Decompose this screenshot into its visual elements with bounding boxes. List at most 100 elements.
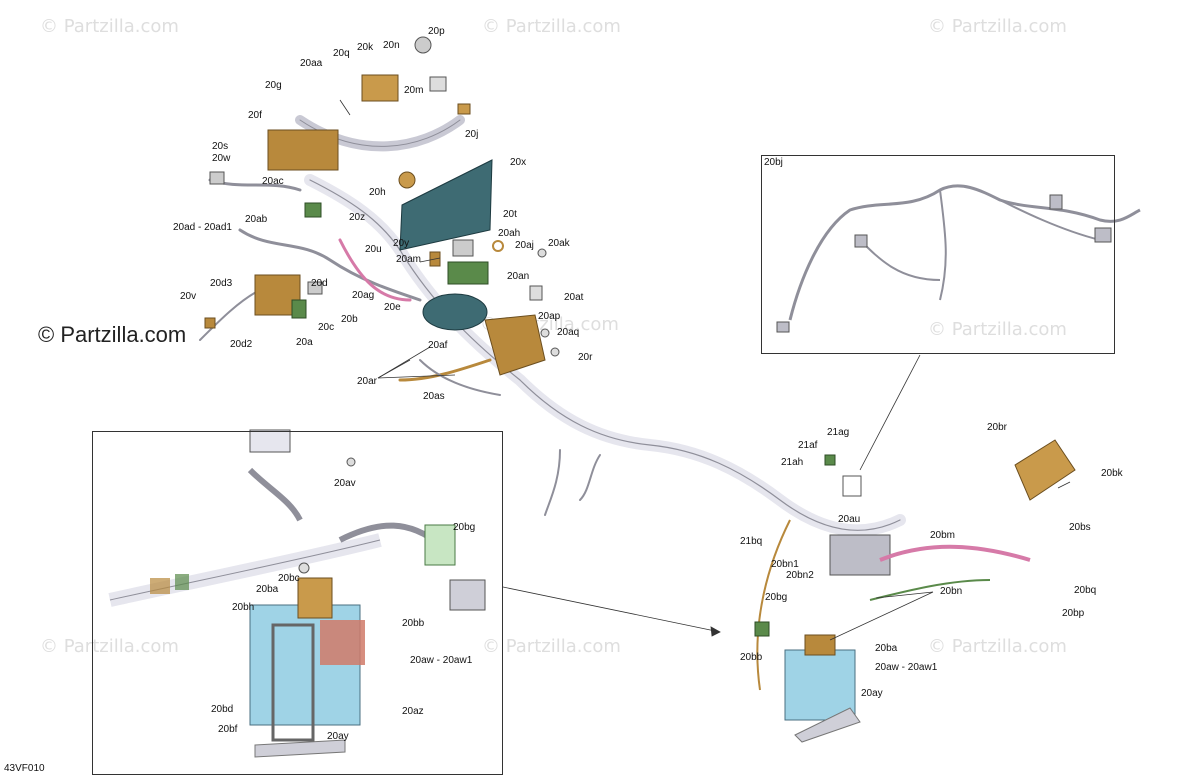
component-20k xyxy=(361,74,399,102)
callout-20y: 20y xyxy=(393,238,409,249)
callout-20g: 20g xyxy=(265,80,282,91)
component-20aj xyxy=(492,240,504,252)
callout-20aa: 20aa xyxy=(300,58,323,69)
component-20ay xyxy=(794,707,861,743)
callout-20k: 20k xyxy=(357,42,374,53)
component-20r xyxy=(550,347,560,357)
component-20x-display xyxy=(399,159,493,251)
component-20af xyxy=(422,293,488,331)
detail-20ba xyxy=(297,577,333,619)
brand-watermark: © Partzilla.com xyxy=(38,322,187,347)
callout-20bn: 20bn xyxy=(940,586,962,597)
watermark-2: © Partzilla.com xyxy=(482,16,621,37)
component-20p xyxy=(414,36,432,54)
component-20an xyxy=(447,261,489,285)
callout-20ap: 20ap xyxy=(538,311,561,322)
callout-20ay-right: 20ay xyxy=(861,688,883,699)
battery-detail-drawing xyxy=(108,429,486,758)
component-20br xyxy=(1014,439,1076,501)
callout-20r: 20r xyxy=(578,352,593,363)
callout-20ad: 20ad - 20ad1 xyxy=(173,222,232,233)
callout-20a: 20a xyxy=(296,337,313,348)
callout-20ba-left: 20ba xyxy=(256,584,279,595)
callout-20p: 20p xyxy=(428,26,445,37)
callout-20ay-left: 20ay xyxy=(327,731,349,742)
callout-20u: 20u xyxy=(365,244,382,255)
component-20aq xyxy=(540,328,550,338)
callout-21bq: 21bq xyxy=(740,536,762,547)
callout-labels: 20p 20q 20k 20n 20aa 20g 20m 20f 20j 20s… xyxy=(173,26,1124,742)
lower-right-components xyxy=(754,439,1076,743)
callout-20aj: 20aj xyxy=(515,240,534,251)
callout-20aw-right: 20aw - 20aw1 xyxy=(875,662,938,673)
component-21af xyxy=(824,454,836,466)
callout-20bd: 20bd xyxy=(211,704,233,715)
callout-20bn1: 20bn1 xyxy=(771,559,799,570)
component-20ab xyxy=(304,202,322,218)
inset-title: 20bj xyxy=(764,157,783,168)
detail-20bg xyxy=(424,524,456,566)
callout-20as: 20as xyxy=(423,391,445,402)
callout-20m: 20m xyxy=(404,85,423,96)
component-20m xyxy=(457,103,471,115)
callout-20bg-right: 20bg xyxy=(765,592,787,603)
component-20f xyxy=(267,129,339,171)
callout-20ak: 20ak xyxy=(548,238,571,249)
callout-20bc: 20bc xyxy=(278,573,300,584)
detail-20ay xyxy=(254,739,346,758)
callout-20w: 20w xyxy=(212,153,231,164)
component-20e xyxy=(307,281,323,295)
component-20n xyxy=(429,76,447,92)
inset-box-20bj: 20bj xyxy=(761,155,1115,354)
callout-21ag: 21ag xyxy=(827,427,849,438)
callout-20av: 20av xyxy=(334,478,356,489)
callout-20e: 20e xyxy=(384,302,401,313)
component-20ba xyxy=(804,634,836,656)
callout-20aw-left: 20aw - 20aw1 xyxy=(410,655,473,666)
diagram-code: 43VF010 xyxy=(4,763,45,774)
component-20bg xyxy=(754,621,770,637)
callout-20b: 20b xyxy=(341,314,358,325)
callout-20x: 20x xyxy=(510,157,526,168)
callout-20af: 20af xyxy=(428,340,448,351)
component-20h xyxy=(398,171,416,189)
callout-20br: 20br xyxy=(987,422,1008,433)
callout-20d: 20d xyxy=(311,278,328,289)
callout-20ba-right: 20ba xyxy=(875,643,898,654)
callout-20an: 20an xyxy=(507,271,529,282)
callout-20d3: 20d3 xyxy=(210,278,233,289)
callout-20az: 20az xyxy=(402,706,424,717)
inset-20bj-harness xyxy=(776,184,1141,333)
callout-20z: 20z xyxy=(349,212,365,223)
upper-components xyxy=(204,36,560,376)
callout-21af: 21af xyxy=(798,440,818,451)
callout-20j: 20j xyxy=(465,129,478,140)
detail-20bb xyxy=(320,620,365,665)
callout-20bf: 20bf xyxy=(218,724,238,735)
component-center-module xyxy=(829,534,891,576)
callout-20v: 20v xyxy=(180,291,196,302)
inset-box-battery-detail xyxy=(92,431,503,775)
callout-20ab: 20ab xyxy=(245,214,268,225)
callout-20ac: 20ac xyxy=(262,176,284,187)
callout-20ah: 20ah xyxy=(498,228,520,239)
callout-20bn2: 20bn2 xyxy=(786,570,814,581)
callout-20n: 20n xyxy=(383,40,400,51)
watermark-5: © Partzilla.com xyxy=(928,319,1067,340)
callout-20bp: 20bp xyxy=(1062,608,1085,619)
component-20au xyxy=(842,475,862,497)
watermark-8: © Partzilla.com xyxy=(928,636,1067,657)
watermark-7: © Partzilla.com xyxy=(482,636,621,657)
watermark-3: © Partzilla.com xyxy=(928,16,1067,37)
component-20aw-battery xyxy=(784,649,856,721)
component-20s xyxy=(209,171,225,185)
component-20a xyxy=(291,299,307,319)
component-20at xyxy=(529,285,543,301)
component-20ah xyxy=(452,239,474,257)
callout-20bh: 20bh xyxy=(232,602,254,613)
callout-20f: 20f xyxy=(248,110,262,121)
callout-20bq: 20bq xyxy=(1074,585,1096,596)
callout-20am: 20am xyxy=(396,254,421,265)
callout-20bm: 20bm xyxy=(930,530,955,541)
